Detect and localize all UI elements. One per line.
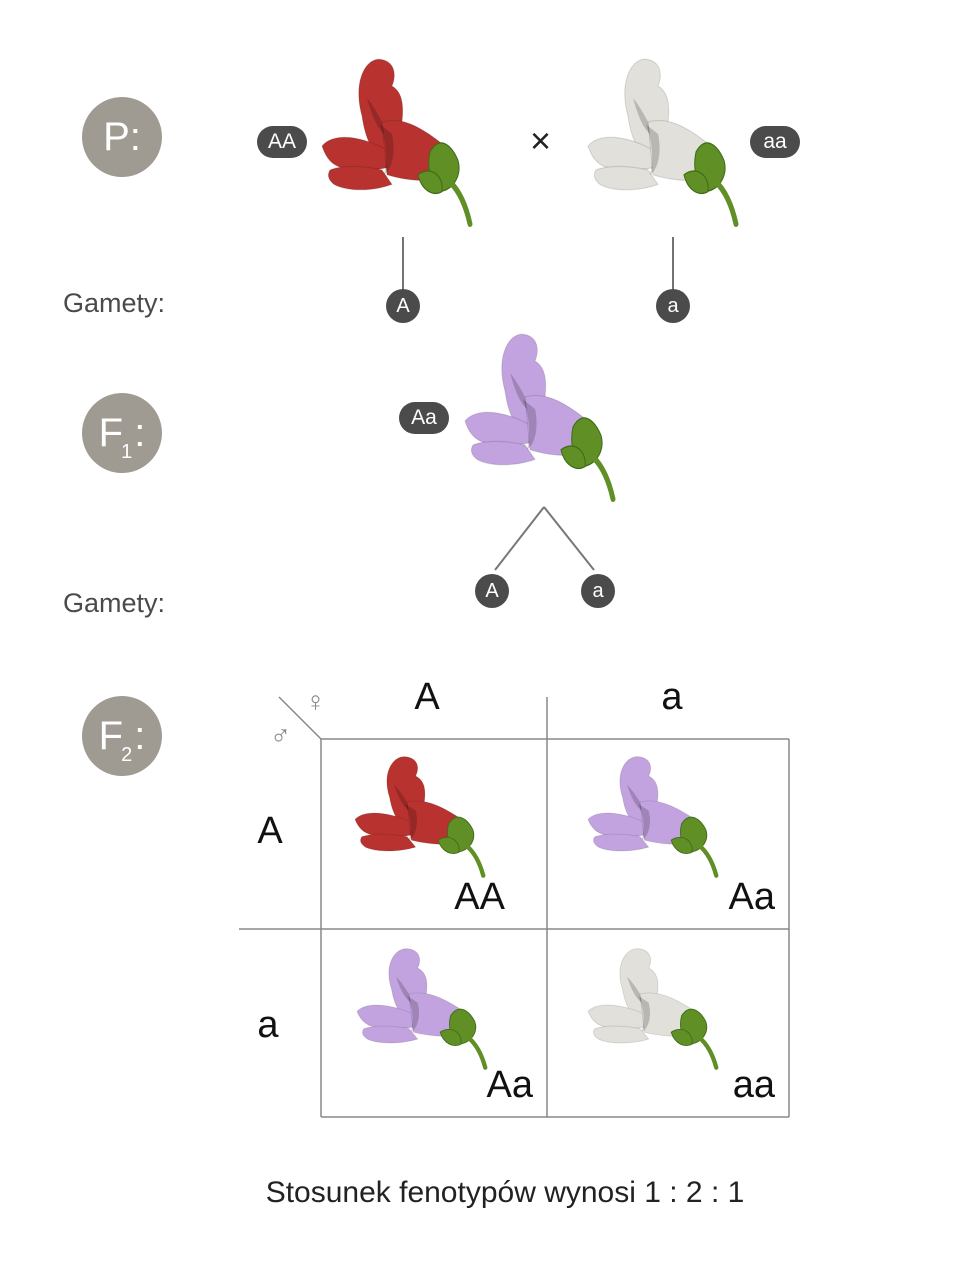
f1-genotype: Aa	[399, 402, 449, 434]
female-symbol: ♀	[305, 686, 326, 717]
cell-Aa-top-genotype: Aa	[728, 876, 775, 918]
gamete-a-parent: a	[656, 289, 690, 323]
cell-Aa-top-purple-flower-icon	[578, 750, 728, 880]
col-header-A: A	[414, 676, 440, 718]
generation-p-label: P:	[103, 115, 141, 159]
gametes-label-f1: Gamety:	[63, 588, 166, 618]
cell-aa-genotype: aa	[732, 1064, 775, 1106]
f1-gamete-line-right	[543, 506, 595, 571]
generation-p-badge: P:	[82, 97, 162, 177]
purple-flower-icon	[465, 325, 615, 510]
generation-f1-badge: F1:	[82, 393, 162, 473]
generation-f2-letter: F	[98, 714, 124, 758]
generation-f2-badge: F2:	[82, 696, 162, 776]
cell-aa-white-flower-icon	[578, 942, 728, 1072]
f1-gamete-line-left	[494, 506, 545, 571]
purple-flower-shape	[465, 334, 613, 499]
cell-Aa-bottom-genotype: Aa	[486, 1064, 533, 1106]
cell-Aa-bottom-purple-flower-icon	[347, 942, 497, 1072]
row-header-a: a	[257, 1004, 279, 1046]
generation-f2-colon: :	[134, 714, 146, 758]
cell-AA-genotype: AA	[454, 876, 505, 918]
gamete-A-f1: A	[475, 574, 509, 608]
male-symbol: ♂	[270, 720, 291, 751]
gamete-A-parent: A	[386, 289, 420, 323]
generation-f1-letter: F	[98, 411, 124, 455]
gametes-label-p: Gamety:	[63, 288, 166, 318]
row-header-A: A	[257, 810, 283, 852]
grid-diagonal	[278, 696, 322, 740]
parent-right-genotype: aa	[750, 126, 800, 158]
cell-AA-red-flower-icon	[345, 750, 495, 880]
generation-f1-subscript: 1	[121, 441, 133, 463]
generation-f2-subscript: 2	[121, 744, 133, 766]
cross-symbol: ×	[530, 120, 552, 161]
phenotype-ratio-text: Stosunek fenotypów wynosi 1 : 2 : 1	[265, 1176, 745, 1209]
parent-left-genotype: AA	[257, 126, 307, 158]
gamete-a-f1: a	[581, 574, 615, 608]
generation-f1-colon: :	[134, 411, 146, 455]
col-header-a: a	[661, 676, 683, 718]
